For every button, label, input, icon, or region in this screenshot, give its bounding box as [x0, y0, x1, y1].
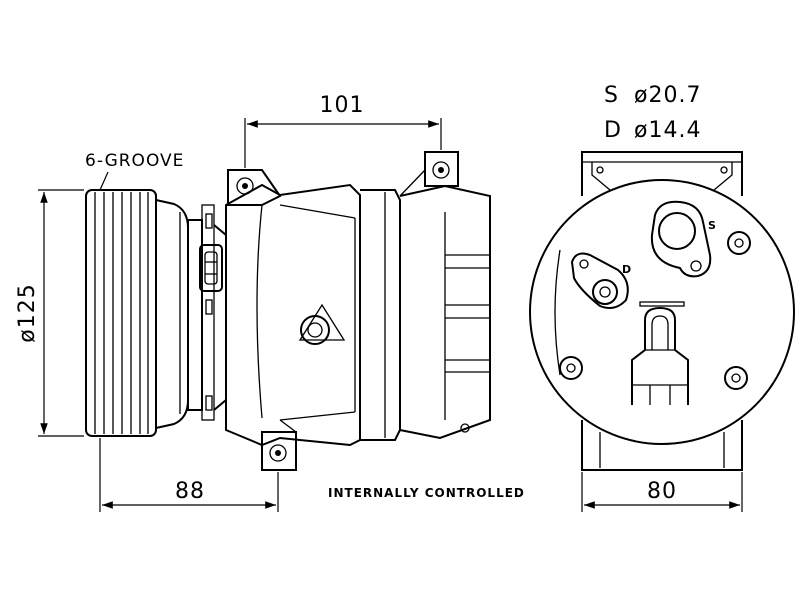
groove-label: 6-GROOVE — [85, 151, 184, 171]
rear-housing-rim — [554, 249, 561, 376]
rear-connector — [631, 301, 689, 405]
discharge-port: D — [570, 252, 631, 309]
rear-bottom-bracket — [581, 420, 743, 471]
rear-head — [399, 184, 491, 440]
side-view: 101 6-GROOVE ø125 88 INTERNALLY CONTROLL… — [15, 93, 525, 512]
dimension-101-label: 101 — [320, 93, 365, 118]
control-type-label: INTERNALLY CONTROLLED — [328, 486, 525, 500]
pulley — [85, 189, 189, 437]
port-size-legend: S ø20.7 D ø14.4 — [604, 83, 701, 143]
legend-discharge-diameter: ø14.4 — [634, 118, 701, 143]
dimension-80-label: 80 — [647, 479, 677, 504]
rear-top-bracket — [581, 151, 743, 196]
rear-bolt-holes — [559, 231, 751, 390]
valve-fitting — [298, 303, 346, 345]
dimension-pulley-diameter: ø125 — [15, 189, 84, 437]
mounting-ear-top-left — [227, 169, 282, 206]
rear-view: S D 8 — [529, 83, 795, 512]
legend-discharge-letter: D — [604, 118, 622, 143]
discharge-port-label: D — [622, 263, 631, 276]
legend-suction-letter: S — [604, 83, 619, 108]
mounting-ear-bottom — [261, 419, 297, 471]
front-housing — [225, 183, 361, 447]
suction-port-label: S — [708, 219, 716, 232]
dimension-125-label: ø125 — [15, 283, 40, 342]
cylinder-block — [360, 189, 401, 441]
dimension-rear-width: 80 — [581, 472, 743, 512]
dimension-88-label: 88 — [175, 479, 205, 504]
suction-port: S — [650, 200, 716, 278]
dimension-body-length: 101 — [244, 93, 442, 168]
legend-suction-diameter: ø20.7 — [634, 83, 701, 108]
clutch-hub — [187, 204, 227, 421]
electrical-connector — [199, 244, 223, 292]
dimension-pulley-offset: 88 — [99, 438, 279, 512]
rear-housing-circle — [529, 179, 795, 445]
mounting-ear-top-right — [399, 151, 459, 197]
